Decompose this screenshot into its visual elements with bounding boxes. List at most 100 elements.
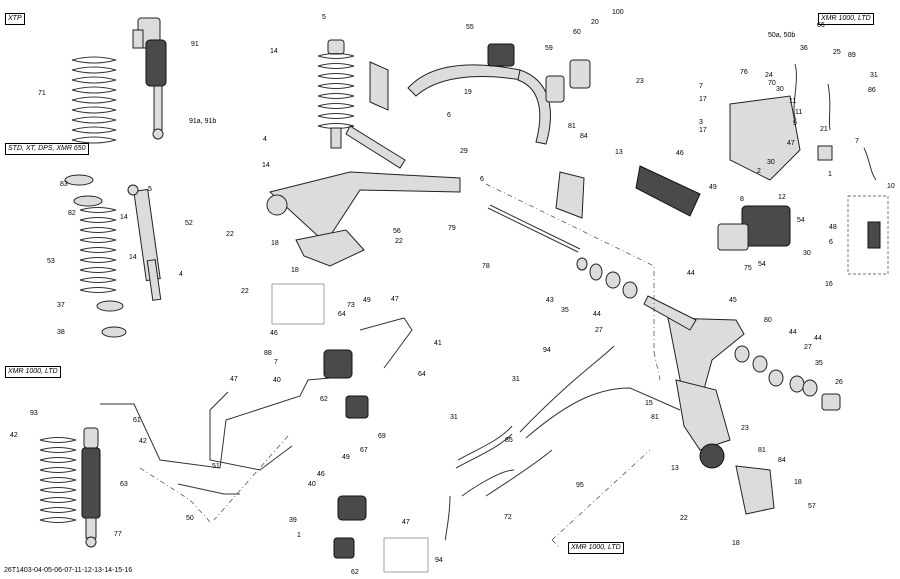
callout-30: 30 — [776, 86, 784, 93]
callout-85: 85 — [505, 437, 513, 444]
callout-44: 44 — [814, 335, 822, 342]
callout-82: 82 — [68, 210, 76, 217]
callout-89: 89 — [848, 52, 856, 59]
reference-lines — [139, 183, 661, 549]
callout-4: 4 — [179, 271, 183, 278]
callout-40: 40 — [308, 481, 316, 488]
callout-70: 70 — [768, 80, 776, 87]
callout-49: 49 — [342, 454, 350, 461]
callout-29: 29 — [460, 148, 468, 155]
callout-20: 20 — [591, 19, 599, 26]
callout-48: 48 — [829, 224, 837, 231]
callout-22: 22 — [241, 288, 249, 295]
boot — [635, 165, 701, 217]
callout-76: 76 — [740, 69, 748, 76]
callout-39: 39 — [289, 517, 297, 524]
callout-11: 11 — [795, 109, 803, 116]
knuckle-right — [675, 379, 775, 515]
callout-83: 83 — [60, 181, 68, 188]
callout-30: 30 — [803, 250, 811, 257]
callout-14: 14 — [129, 254, 137, 261]
shock-center — [317, 39, 355, 149]
spring-xmr — [39, 437, 77, 523]
callout-24: 24 — [765, 72, 773, 79]
callout-59: 59 — [545, 45, 553, 52]
callout-41: 41 — [434, 340, 442, 347]
callout-23: 23 — [636, 78, 644, 85]
callout-22: 22 — [395, 238, 403, 245]
callout-78: 78 — [482, 263, 490, 270]
callout-100: 100 — [612, 9, 624, 16]
callout-64: 64 — [338, 311, 346, 318]
callout-14: 14 — [262, 162, 270, 169]
callout-61: 61 — [133, 417, 141, 424]
callout-54: 54 — [758, 261, 766, 268]
callout-53: 53 — [47, 258, 55, 265]
calipers — [323, 349, 369, 559]
callout-4: 4 — [263, 136, 267, 143]
callout-27: 27 — [595, 327, 603, 334]
shock-xmr — [81, 427, 101, 548]
callout-62: 62 — [351, 569, 359, 576]
callout-47: 47 — [787, 140, 795, 147]
callout-19: 19 — [464, 89, 472, 96]
callout-47: 47 — [402, 519, 410, 526]
callout-46: 46 — [270, 330, 278, 337]
callout-73: 73 — [347, 302, 355, 309]
callout-46: 46 — [676, 150, 684, 157]
callout-5: 5 — [148, 186, 152, 193]
bushings — [576, 257, 638, 299]
callout-55: 55 — [466, 24, 474, 31]
variant-box-std: STD, XT, DPS, XMR 650 — [5, 143, 89, 155]
callout-43: 43 — [546, 297, 554, 304]
callout-35: 35 — [561, 307, 569, 314]
callout-94: 94 — [543, 347, 551, 354]
upper-a-arm — [266, 125, 461, 237]
spring-std — [64, 174, 127, 338]
callout-38: 38 — [57, 329, 65, 336]
callout-81: 81 — [651, 414, 659, 421]
callout-88: 88 — [264, 350, 272, 357]
callout-14: 14 — [270, 48, 278, 55]
callout-81: 81 — [758, 447, 766, 454]
callout-60: 60 — [573, 29, 581, 36]
callout-63: 63 — [120, 481, 128, 488]
callout-95: 95 — [576, 482, 584, 489]
callout-47: 47 — [230, 376, 238, 383]
callout-18: 18 — [732, 540, 740, 547]
callout-91: 91 — [191, 41, 199, 48]
callout-31: 31 — [512, 376, 520, 383]
callout-62: 62 — [320, 396, 328, 403]
callout-14: 14 — [120, 214, 128, 221]
callout-57: 57 — [808, 503, 816, 510]
callout-18: 18 — [291, 267, 299, 274]
callout-80: 80 — [764, 317, 772, 324]
callout-1: 1 — [297, 532, 301, 539]
callout-42: 42 — [10, 432, 18, 439]
callout-75: 75 — [744, 265, 752, 272]
brake-lines — [100, 317, 413, 495]
callout-54: 54 — [797, 217, 805, 224]
callout-51: 51 — [212, 463, 220, 470]
variant-box-xmr-left: XMR 1000, LTD — [5, 366, 61, 378]
callout-45: 45 — [729, 297, 737, 304]
callout-84: 84 — [778, 457, 786, 464]
bracket-left — [369, 61, 389, 111]
callout-17: 17 — [699, 96, 707, 103]
callout-93: 93 — [30, 410, 38, 417]
callout-37: 37 — [57, 302, 65, 309]
callout-21: 21 — [820, 126, 828, 133]
callout-69: 69 — [378, 433, 386, 440]
callout-40: 40 — [273, 377, 281, 384]
callout-86: 86 — [868, 87, 876, 94]
callout-2: 2 — [757, 168, 761, 175]
figure-code: 26T1403-04-05-06-07-11-12-13-14-15-16 — [4, 567, 133, 574]
callout-52: 52 — [185, 220, 193, 227]
callout-49: 49 — [709, 184, 717, 191]
lower-guard — [295, 229, 365, 267]
callout-22: 22 — [680, 515, 688, 522]
callout-56: 56 — [393, 228, 401, 235]
callout-23: 23 — [741, 425, 749, 432]
callout-50: 50 — [186, 515, 194, 522]
